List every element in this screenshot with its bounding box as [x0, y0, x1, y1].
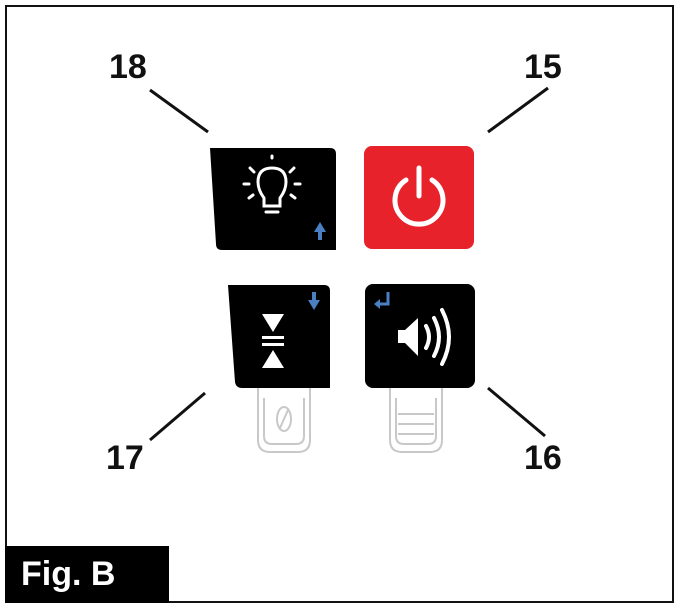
sound-button[interactable] [365, 284, 475, 388]
speaker-icon [398, 308, 451, 366]
power-icon [392, 165, 446, 227]
zoom-tab-outline [257, 388, 311, 453]
arrow-up-icon [314, 222, 326, 240]
callout-16: 16 [524, 439, 562, 477]
leader-line-18 [149, 88, 209, 134]
enter-arrow-icon [374, 292, 390, 309]
power-button[interactable] [364, 146, 474, 249]
callout-15: 15 [524, 48, 562, 86]
sound-tab-outline [389, 388, 443, 453]
leader-line-17 [149, 391, 206, 442]
callout-18: 18 [109, 48, 147, 86]
zoom-compress-icon [262, 314, 284, 368]
arrow-down-icon [308, 292, 320, 310]
callout-17: 17 [106, 439, 144, 477]
leader-line-15 [487, 86, 549, 134]
figure-label: Fig. B [5, 546, 169, 603]
zoom-button[interactable] [228, 285, 330, 388]
figure-frame [5, 5, 674, 603]
leader-line-16 [487, 386, 546, 438]
light-bulb-icon [242, 154, 302, 214]
light-button[interactable] [210, 148, 336, 250]
